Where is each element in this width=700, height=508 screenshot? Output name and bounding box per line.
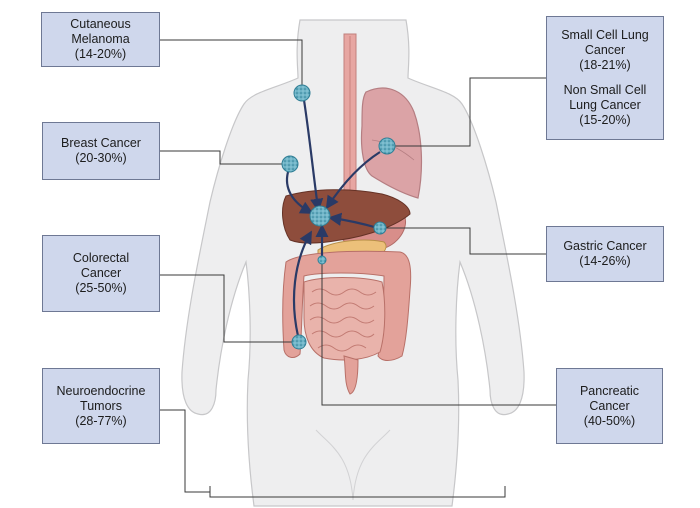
label-gastric-cancer: Gastric Cancer (14-26%) [546, 226, 664, 282]
label-nsclc-line1: Non Small Cell [564, 83, 647, 98]
label-nsclc-line2: Lung Cancer [569, 98, 641, 113]
label-name-line1: Pancreatic [580, 384, 639, 399]
label-name-line2: Cancer [589, 399, 629, 414]
label-name-line1: Cutaneous [70, 17, 130, 32]
tumor-breast [282, 156, 298, 172]
label-neuroendocrine-tumors: Neuroendocrine Tumors (28-77%) [42, 368, 160, 444]
label-range: (14-26%) [579, 254, 630, 269]
label-breast-cancer: Breast Cancer (20-30%) [42, 122, 160, 180]
label-name: Breast Cancer [61, 136, 141, 151]
label-name-line2: Tumors [80, 399, 122, 414]
label-range: (25-50%) [75, 281, 126, 296]
label-range: (28-77%) [75, 414, 126, 429]
connector-cutaneous-melanoma [160, 40, 302, 90]
tumor-liver [310, 206, 330, 226]
label-colorectal-cancer: Colorectal Cancer (25-50%) [42, 235, 160, 312]
label-name-line2: Melanoma [71, 32, 129, 47]
tumor-lung [379, 138, 395, 154]
tumor-pancreas [318, 256, 326, 264]
label-sclc-line2: Cancer [585, 43, 625, 58]
label-name-line1: Neuroendocrine [57, 384, 146, 399]
label-range: (40-50%) [584, 414, 635, 429]
label-pancreatic-cancer: Pancreatic Cancer (40-50%) [556, 368, 663, 444]
label-sclc-range: (18-21%) [579, 58, 630, 73]
label-cutaneous-melanoma: Cutaneous Melanoma (14-20%) [41, 12, 160, 67]
connector-neuroendocrine-tumors [160, 410, 210, 492]
label-name: Gastric Cancer [563, 239, 646, 254]
label-name-line1: Colorectal [73, 251, 129, 266]
tumor-melanoma [294, 85, 310, 101]
label-lung-cancer: Small Cell Lung Cancer (18-21%) Non Smal… [546, 16, 664, 140]
tumor-colorectal [292, 335, 306, 349]
label-range: (14-20%) [75, 47, 126, 62]
label-range: (20-30%) [75, 151, 126, 166]
label-name-line2: Cancer [81, 266, 121, 281]
label-nsclc-range: (15-20%) [579, 113, 630, 128]
tumor-gastric [374, 222, 386, 234]
label-sclc-line1: Small Cell Lung [561, 28, 649, 43]
